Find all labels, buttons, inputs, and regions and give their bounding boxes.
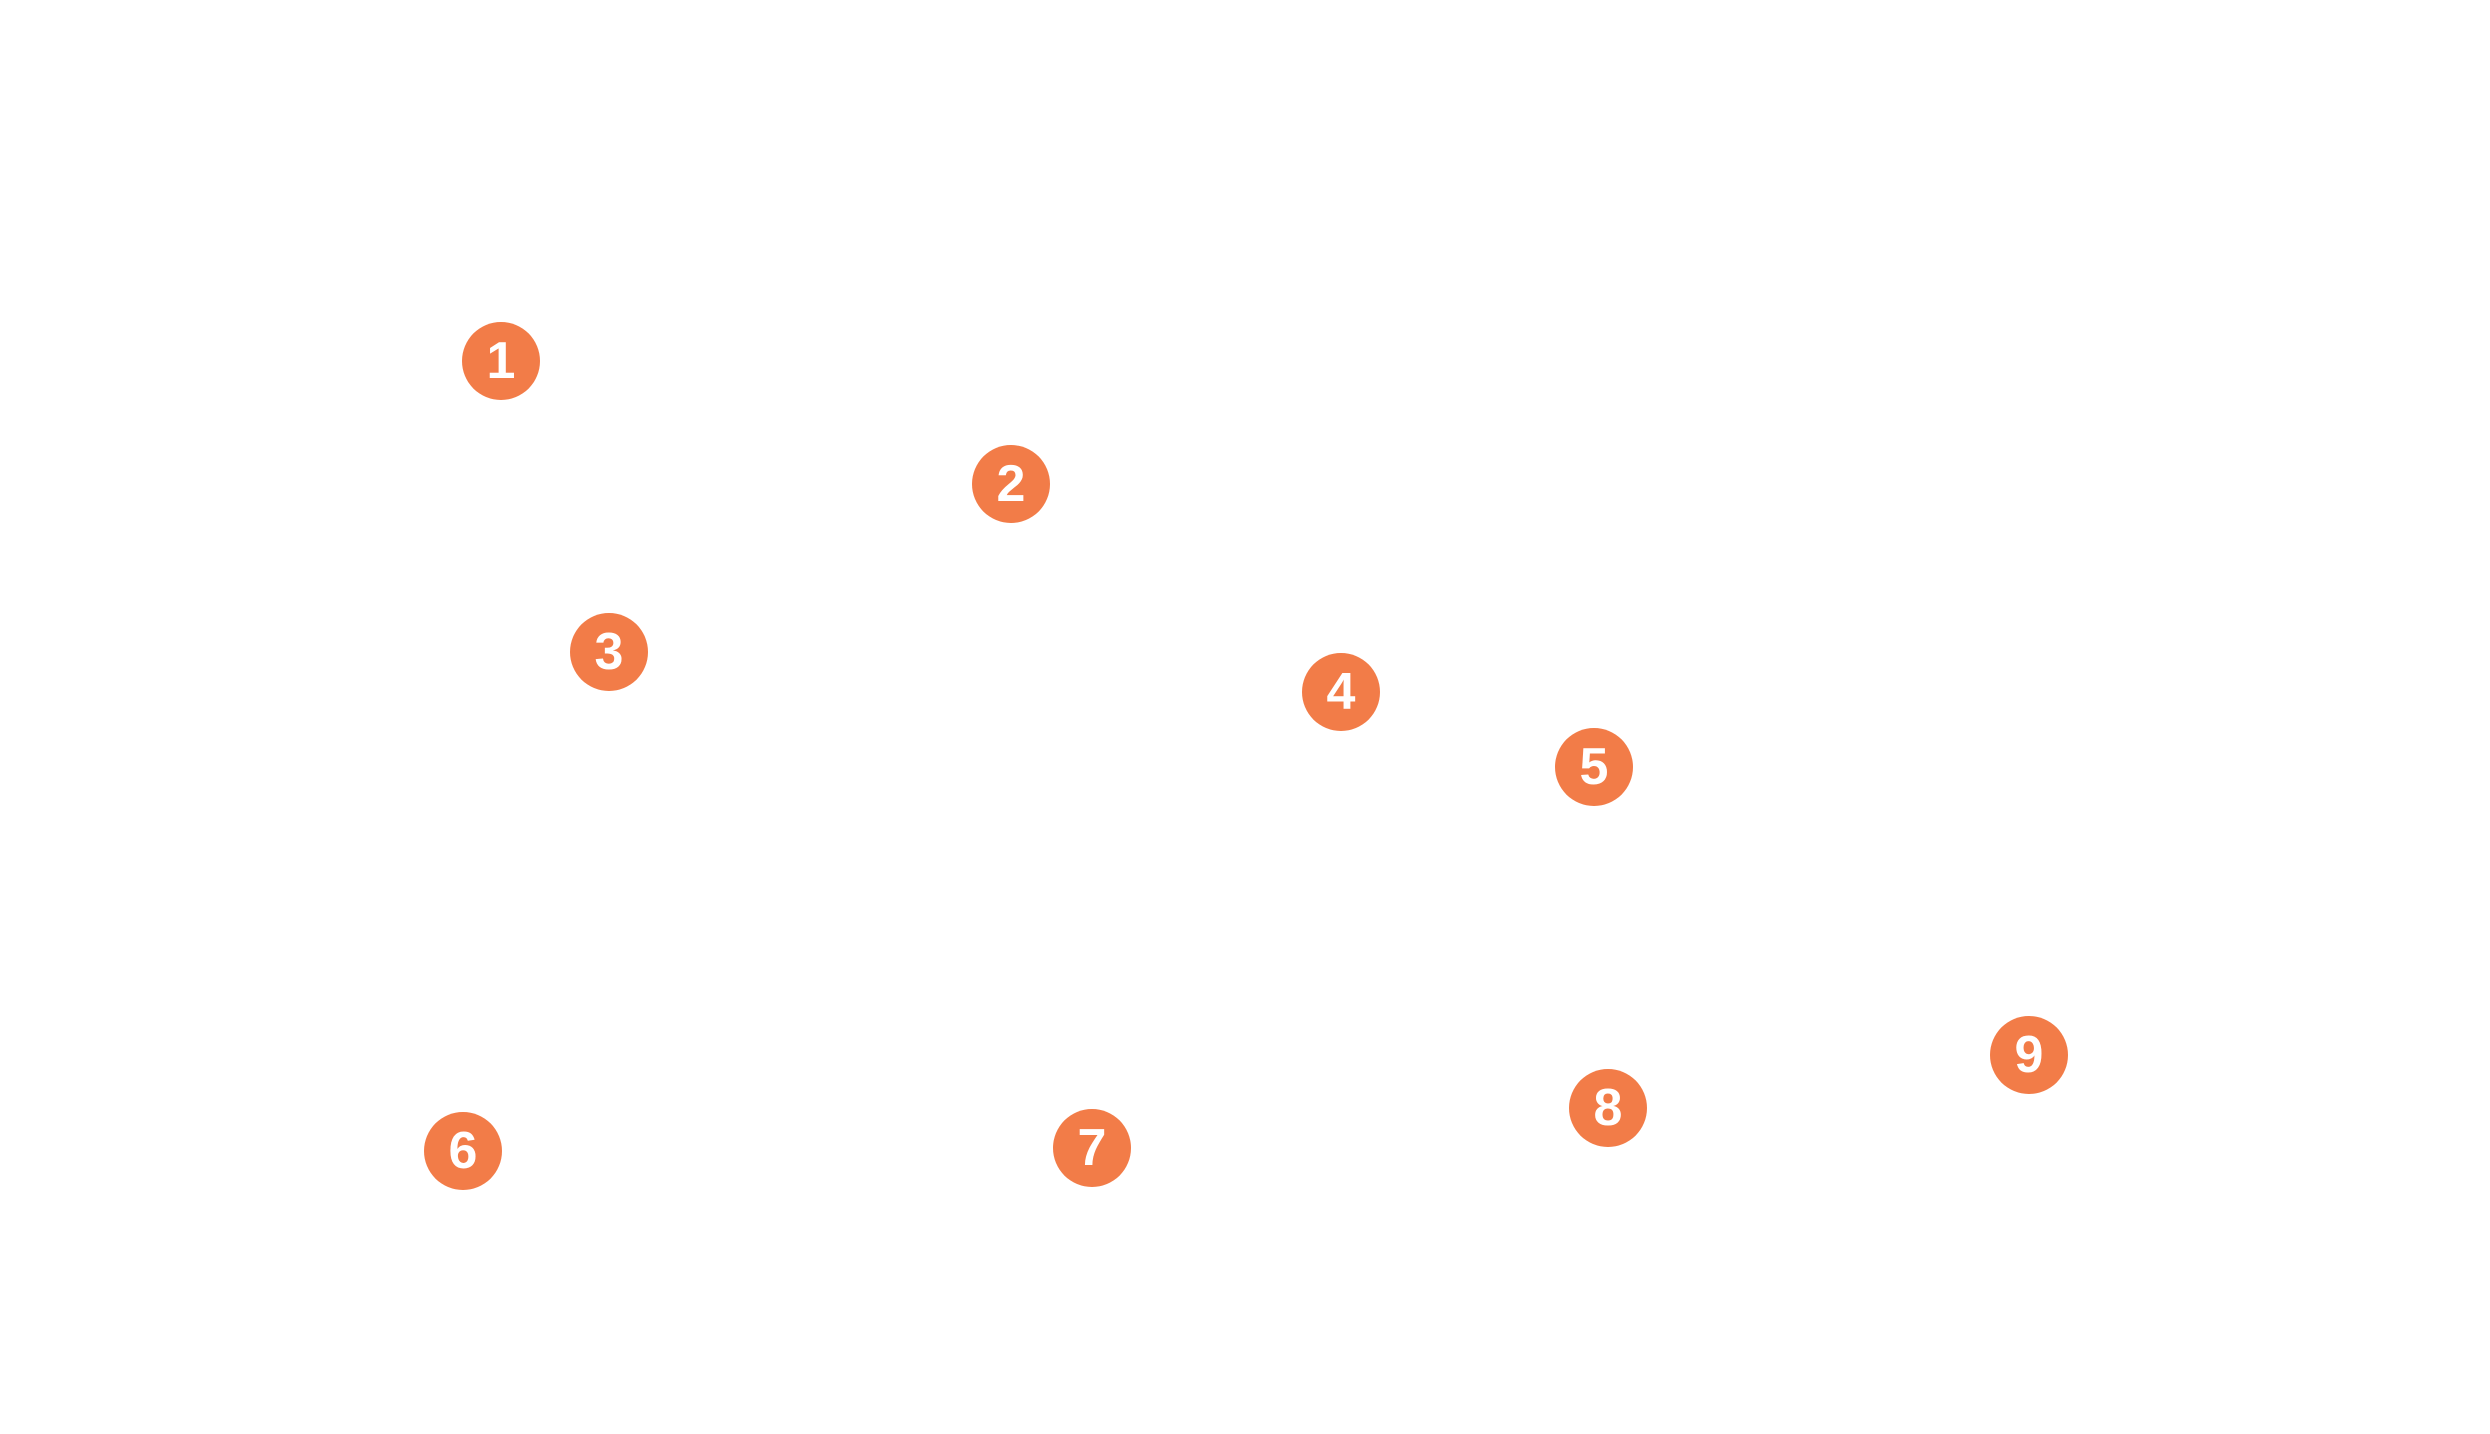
marker-7[interactable]: 7 <box>1053 1109 1131 1187</box>
marker-6[interactable]: 6 <box>424 1112 502 1190</box>
marker-3[interactable]: 3 <box>570 613 648 691</box>
marker-4[interactable]: 4 <box>1302 653 1380 731</box>
marker-9[interactable]: 9 <box>1990 1016 2068 1094</box>
marker-1[interactable]: 1 <box>462 322 540 400</box>
marker-5[interactable]: 5 <box>1555 728 1633 806</box>
marker-2[interactable]: 2 <box>972 445 1050 523</box>
marker-8[interactable]: 8 <box>1569 1069 1647 1147</box>
